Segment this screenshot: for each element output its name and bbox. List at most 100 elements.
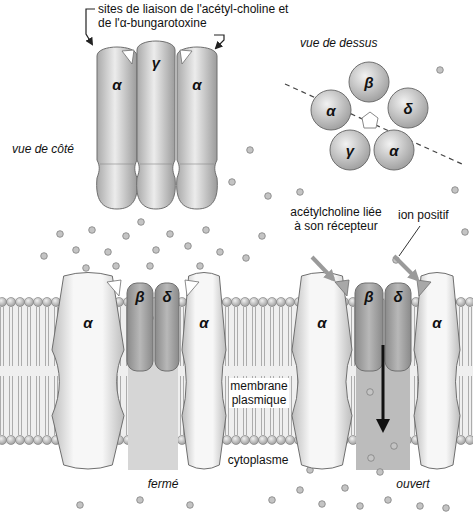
- ion-dot: [462, 229, 469, 236]
- subunit-letter: α: [83, 314, 92, 331]
- lipid-tail: [291, 307, 292, 366]
- lipid-tail: [30, 307, 31, 366]
- lipid-tail: [471, 307, 472, 366]
- lipid-head: [277, 298, 286, 307]
- subunit-outline: [50, 268, 126, 473]
- lipid-tail: [21, 307, 22, 366]
- region-label: membrane plasmique: [229, 378, 289, 408]
- subunit-letter: α: [389, 142, 398, 159]
- receptor-subunit: γ: [329, 129, 371, 171]
- subunit-letter: δ: [403, 100, 412, 117]
- subunit-body: [374, 130, 414, 170]
- bracket-arrow: [214, 35, 224, 48]
- ion-dot: [187, 502, 194, 509]
- ion-dot: [153, 247, 160, 254]
- lipid-tail: [414, 376, 415, 435]
- ion-dot: [167, 231, 174, 238]
- region-label: cytoplasme: [226, 452, 290, 468]
- ion-dot: [417, 503, 424, 510]
- ion-dot: [73, 247, 80, 254]
- ion-dot: [229, 179, 236, 186]
- lipid-head: [466, 436, 473, 445]
- lipid-head: [34, 298, 43, 307]
- lipid-head: [286, 436, 295, 445]
- subunit-body: [155, 283, 179, 371]
- subunit-body: [385, 283, 411, 371]
- callout-label-box: acétylcholine liée à son récepteur: [290, 205, 382, 233]
- receptor-subunit: α: [180, 268, 228, 473]
- ion-dot: [385, 497, 392, 504]
- ion-dot: [137, 497, 144, 504]
- lipid-head: [25, 298, 34, 307]
- subunit-body: [330, 130, 370, 170]
- receptor-subunit: α: [50, 268, 126, 473]
- ion-dot: [377, 469, 384, 476]
- lipid-head: [241, 298, 250, 307]
- lipid-tail: [21, 376, 22, 435]
- lipid-tail: [45, 376, 46, 435]
- subunit-letter: δ: [393, 288, 402, 305]
- lipid-head: [0, 298, 7, 307]
- lipid-tail: [36, 307, 37, 366]
- lipid-tail: [45, 307, 46, 366]
- subunit-letter: α: [199, 314, 208, 331]
- subunit-outline: [96, 42, 138, 210]
- lipid-tail: [0, 376, 1, 435]
- lipid-tail: [288, 307, 289, 366]
- ion-dot: [297, 189, 304, 196]
- ion-dot: [297, 487, 304, 494]
- lipid-tail: [48, 376, 49, 435]
- lipid-head: [457, 436, 466, 445]
- lipid-head: [43, 298, 52, 307]
- ion-dot: [319, 501, 326, 508]
- receptor-subunit: β: [126, 282, 154, 372]
- subunit-outline: [290, 268, 354, 473]
- lipid-tail: [243, 307, 244, 366]
- lipid-tail: [354, 376, 355, 435]
- receptor-subunit: α: [96, 42, 138, 210]
- region-label-box: membrane plasmique: [229, 378, 289, 408]
- subunit-body: [355, 283, 383, 371]
- ion-dot: [259, 233, 266, 240]
- lipid-tail: [12, 376, 13, 435]
- lipid-head: [250, 436, 259, 445]
- lipid-head: [277, 436, 286, 445]
- lipid-tail: [264, 307, 265, 366]
- lipid-head: [7, 298, 16, 307]
- subunit-body: [97, 47, 138, 209]
- lipid-tail: [459, 376, 460, 435]
- state-label: fermé: [118, 476, 208, 492]
- lipid-tail: [9, 307, 10, 366]
- subunit-letter: α: [192, 76, 201, 93]
- subunit-body: [414, 273, 460, 470]
- lipid-head: [268, 298, 277, 307]
- lipid-tail: [48, 307, 49, 366]
- lipid-tail: [234, 307, 235, 366]
- subunit-body: [52, 273, 124, 470]
- receptor-subunit: β: [354, 282, 384, 372]
- lipid-head: [7, 436, 16, 445]
- binding-site: [107, 280, 121, 296]
- binding-site: [335, 280, 349, 296]
- view-label: vue de dessus: [300, 36, 410, 50]
- lipid-tail: [291, 376, 292, 435]
- lipid-tail: [252, 307, 253, 366]
- subunit-letter: γ: [152, 54, 160, 71]
- region-label-box: cytoplasme: [226, 452, 290, 468]
- ion-dot: [342, 485, 349, 492]
- subunit-letter: α: [326, 102, 335, 119]
- lipid-tail: [261, 307, 262, 366]
- ion-dot: [367, 389, 374, 396]
- receptor-subunit: α: [310, 89, 352, 131]
- callout-label-box: ion positif: [398, 208, 468, 222]
- subunit-body: [137, 41, 176, 209]
- ion-dot: [203, 227, 210, 234]
- lipid-tail: [18, 307, 19, 366]
- ion-dot: [368, 455, 375, 462]
- lipid-tail: [246, 307, 247, 366]
- lipid-head: [466, 298, 473, 307]
- ion-dot: [57, 231, 64, 238]
- lipid-tail: [279, 307, 280, 366]
- ion-dot: [357, 503, 364, 510]
- ion-dot: [89, 227, 96, 234]
